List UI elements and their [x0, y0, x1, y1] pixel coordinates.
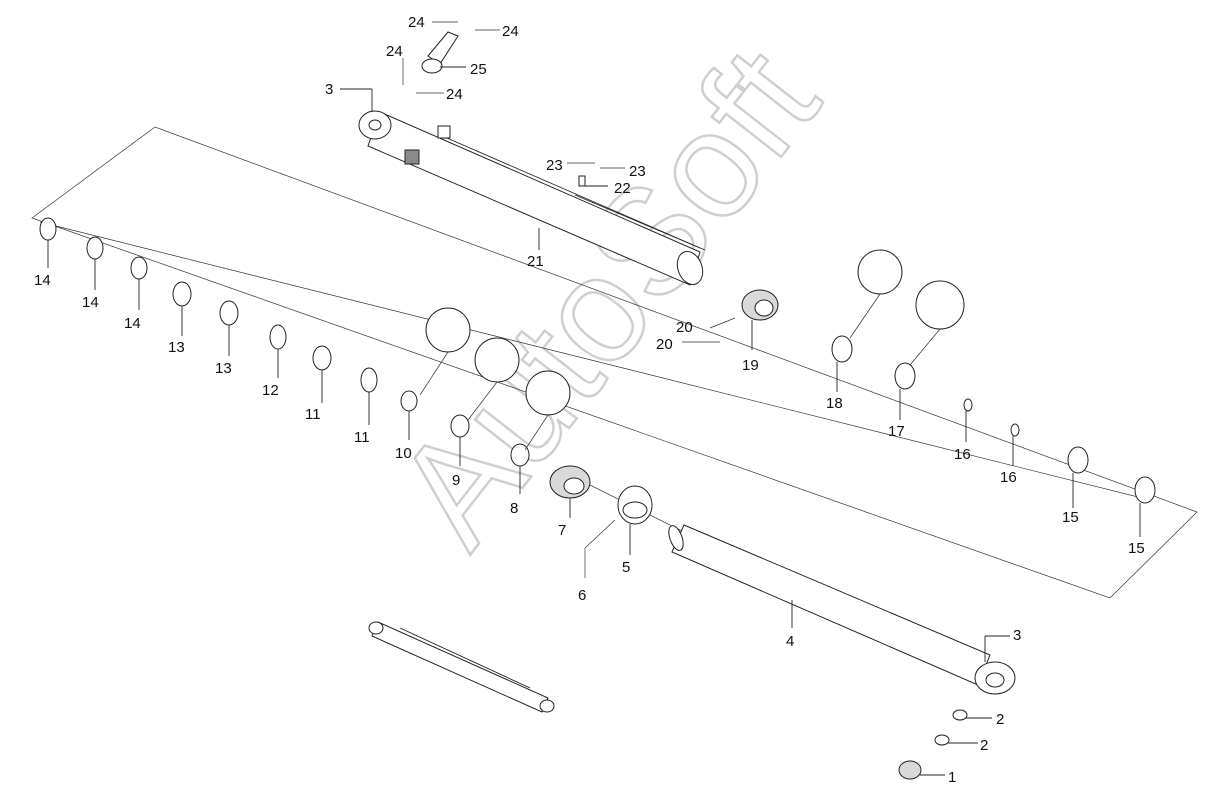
callout-3-rod: 3: [1013, 627, 1021, 644]
callout-21: 21: [527, 253, 544, 270]
callout-9: 9: [452, 472, 460, 489]
callout-23-a: 23: [546, 157, 563, 174]
callout-2-b: 2: [980, 737, 988, 754]
callout-17: 17: [888, 423, 905, 440]
seal-rings-left: [39, 217, 530, 467]
callout-14-c: 14: [124, 315, 141, 332]
callout-19: 19: [742, 357, 759, 374]
detail-bubbles: [419, 249, 965, 451]
callout-13-b: 13: [215, 360, 232, 377]
callout-2-a: 2: [996, 711, 1004, 728]
piston: [549, 465, 591, 499]
callout-16-b: 16: [1000, 469, 1017, 486]
callout-4: 4: [786, 633, 794, 650]
callout-3-barrel: 3: [325, 81, 333, 98]
callout-1: 1: [948, 769, 956, 786]
fitting-25: [421, 31, 459, 74]
callout-11-a: 11: [305, 406, 321, 423]
assembled-cylinder-view: [368, 621, 555, 713]
seal-rings-right: [831, 335, 1156, 504]
watermark-text: AutoSoft: [363, 18, 850, 575]
callout-12: 12: [262, 382, 279, 399]
callout-24-a: 24: [408, 14, 425, 31]
callout-16-a: 16: [954, 446, 971, 463]
callout-18: 18: [826, 395, 843, 412]
leader-lines: [47, 21, 1141, 776]
callout-24-c: 24: [386, 43, 403, 60]
callout-24-b: 24: [502, 23, 519, 40]
callout-7: 7: [558, 522, 566, 539]
grease-nipple: [578, 175, 586, 187]
callout-20-a: 20: [676, 319, 693, 336]
rod-eye-parts: [898, 709, 968, 780]
cylinder-barrel: [358, 110, 706, 286]
callout-14-a: 14: [34, 272, 51, 289]
callout-11-b: 11: [354, 429, 370, 446]
callout-5: 5: [622, 559, 630, 576]
guide-bushing: [617, 485, 653, 525]
callout-10: 10: [395, 445, 412, 462]
callout-15-a: 15: [1062, 509, 1079, 526]
callout-6: 6: [578, 587, 586, 604]
callout-23-b: 23: [629, 163, 646, 180]
callout-24-d: 24: [446, 86, 463, 103]
callout-15-b: 15: [1128, 540, 1145, 557]
callout-8: 8: [510, 500, 518, 517]
callout-13-a: 13: [168, 339, 185, 356]
callout-labels: 14 14 14 13 13 12 11 11 10 9 8 7 6 5 4 3…: [34, 14, 1145, 786]
seal-axis-line: [39, 221, 1151, 501]
callout-25: 25: [470, 61, 487, 78]
callout-22: 22: [614, 180, 631, 197]
watermark: AutoSoft: [362, 17, 851, 576]
piston-rod: [668, 524, 1016, 695]
callout-20-b: 20: [656, 336, 673, 353]
assembly-frame: [31, 126, 1198, 599]
callout-14-b: 14: [82, 294, 99, 311]
cylinder-head: [741, 289, 779, 321]
